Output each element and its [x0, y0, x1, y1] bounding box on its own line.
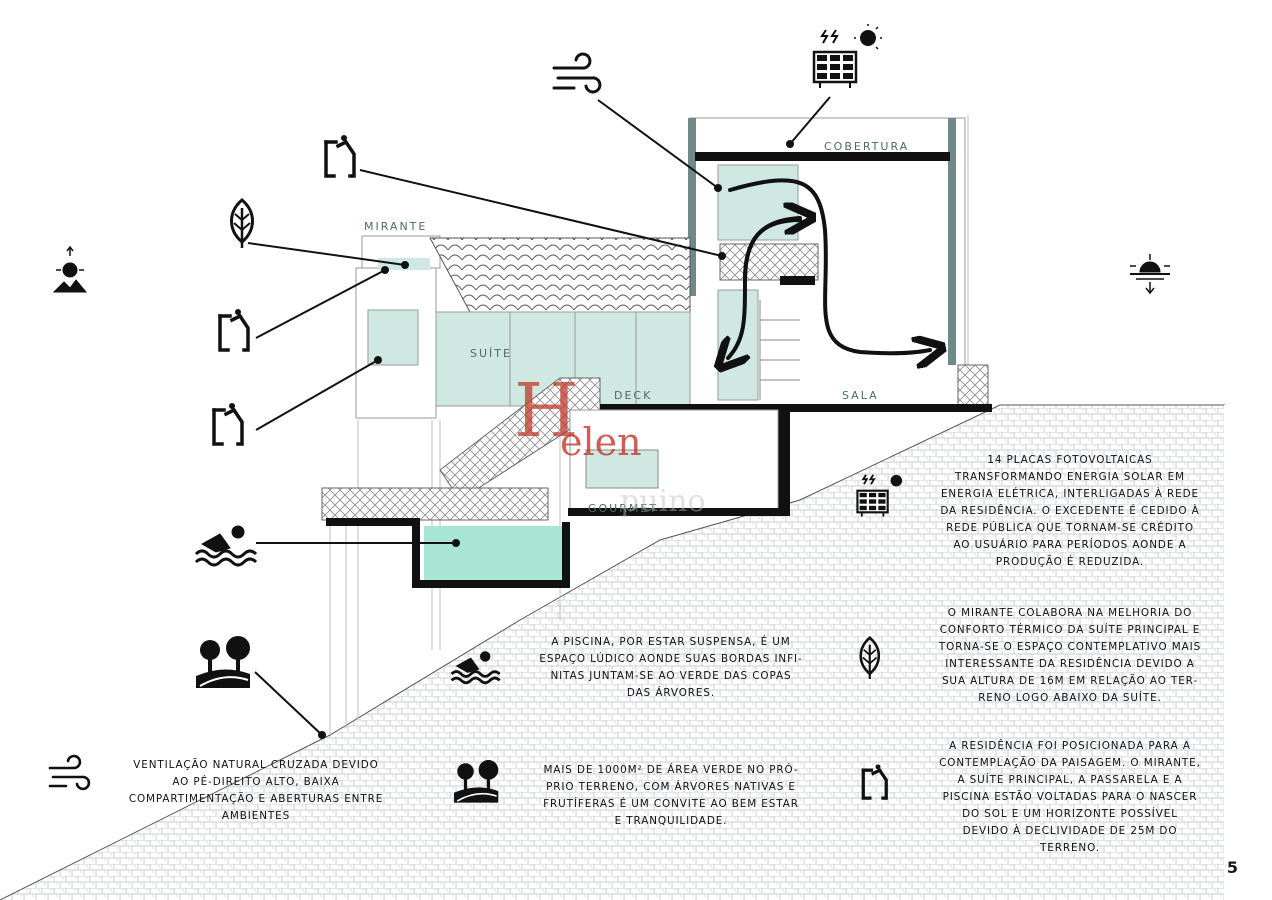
- label-mirante: MIRANTE: [364, 220, 428, 233]
- person-view-icon: [324, 135, 356, 178]
- watermark-initial: H: [514, 368, 579, 454]
- trees-icon: [454, 760, 499, 803]
- wind-icon: [48, 754, 91, 791]
- label-gourmet: GOURMET: [588, 502, 659, 515]
- person-view-icon: [212, 403, 244, 446]
- label-deck: DECK: [614, 389, 653, 402]
- pool-description: A PISCINA, POR ESTAR SUSPENSA, É UM ESPA…: [539, 636, 803, 699]
- swimmer-icon: [450, 651, 501, 685]
- solar-panel-icon: [856, 474, 903, 517]
- person-view-icon: [218, 309, 250, 352]
- leaf-icon: [230, 198, 254, 248]
- green-description: MAIS DE 1000M² DE ÁREA VERDE NO PRÓ- PRI…: [543, 764, 799, 827]
- watermark-suffix: puino: [620, 484, 706, 519]
- sunrise-icon: [52, 245, 88, 293]
- orientation-description: A RESIDÊNCIA FOI POSICIONADA PARA A CONT…: [939, 740, 1201, 854]
- person-view-icon: [861, 764, 888, 800]
- ventilation-description: VENTILAÇÃO NATURAL CRUZADA DEVIDO AO PÉ-…: [128, 759, 384, 822]
- sunset-icon: [1130, 254, 1170, 295]
- trees-icon: [196, 636, 250, 688]
- label-suite: SUÍTE: [470, 347, 512, 360]
- watermark-name: elen: [560, 420, 642, 464]
- mirante-description: O MIRANTE COLABORA NA MELHORIA DO CONFOR…: [938, 607, 1202, 704]
- label-cobertura: COBERTURA: [824, 140, 910, 153]
- wind-icon: [552, 52, 602, 94]
- leaf-icon: [859, 636, 881, 680]
- label-sala: SALA: [842, 389, 879, 402]
- swimmer-icon: [194, 525, 258, 567]
- solar-description: 14 PLACAS FOTOVOLTAICAS TRANSFORMANDO EN…: [940, 454, 1200, 568]
- page-number: 5: [1226, 858, 1238, 877]
- callout-lines: [247, 96, 831, 736]
- airflow-arrows: [728, 178, 930, 358]
- solar-panel-icon: [812, 24, 882, 88]
